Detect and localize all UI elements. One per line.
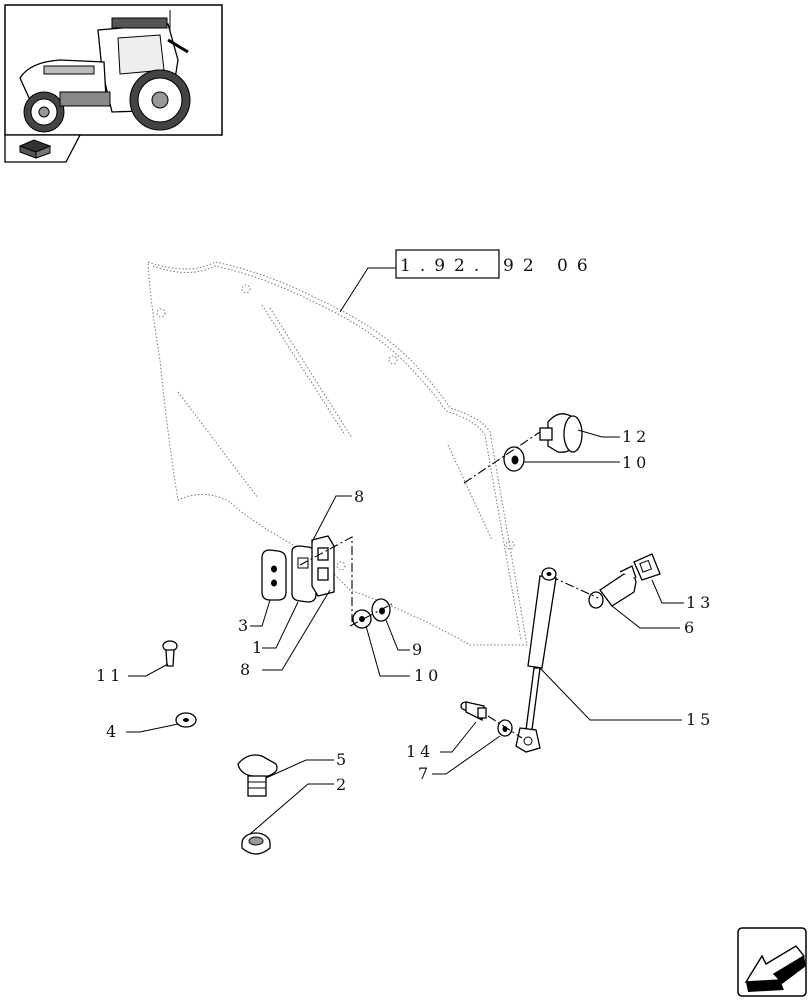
callout-8-lower: 8 [240,660,254,679]
part-10-washer-lower[interactable] [352,609,372,629]
reference-label[interactable]: 1.92. 92 06 [339,249,597,313]
callout-10-upper: 10 [622,453,650,472]
callout-10-lower: 10 [414,666,442,685]
part-6-ball-socket[interactable] [588,565,637,609]
book-icon[interactable] [4,134,82,163]
callout-6: 6 [684,618,698,637]
navigate-arrow-icon[interactable] [737,927,807,997]
part-14-pin[interactable] [460,701,487,721]
callout-13: 13 [686,593,714,612]
part-2-grommet[interactable] [241,832,271,855]
callout-7: 7 [418,764,432,783]
part-13-clip[interactable] [633,553,661,581]
part-5-knob[interactable] [237,754,278,797]
door-glass-panel [147,261,528,646]
callout-4: 4 [106,722,120,741]
callout-2: 2 [336,775,350,794]
callout-12: 12 [622,427,650,446]
callout-5: 5 [336,750,350,769]
part-10-washer-upper[interactable] [503,446,525,472]
callout-14: 14 [406,742,434,761]
part-15-gas-strut[interactable] [515,567,557,753]
reference-rest-text: 92 06 [503,256,597,276]
part-4-washer[interactable] [175,712,197,728]
callout-11: 11 [96,666,124,685]
tractor-thumbnail-icon[interactable] [4,4,223,136]
part-8-hinge-block[interactable] [311,535,335,597]
part-3-hinge-plate[interactable] [261,549,287,601]
callout-9: 9 [412,640,426,659]
reference-boxed-text: 1.92. [400,256,488,276]
part-7-washer[interactable] [497,719,513,737]
part-11-screw[interactable] [162,640,178,667]
callout-15: 15 [686,710,714,729]
callout-3: 3 [238,616,252,635]
callout-1: 1 [252,638,266,657]
callout-8-upper: 8 [354,487,368,506]
part-12-knob[interactable] [539,413,583,453]
